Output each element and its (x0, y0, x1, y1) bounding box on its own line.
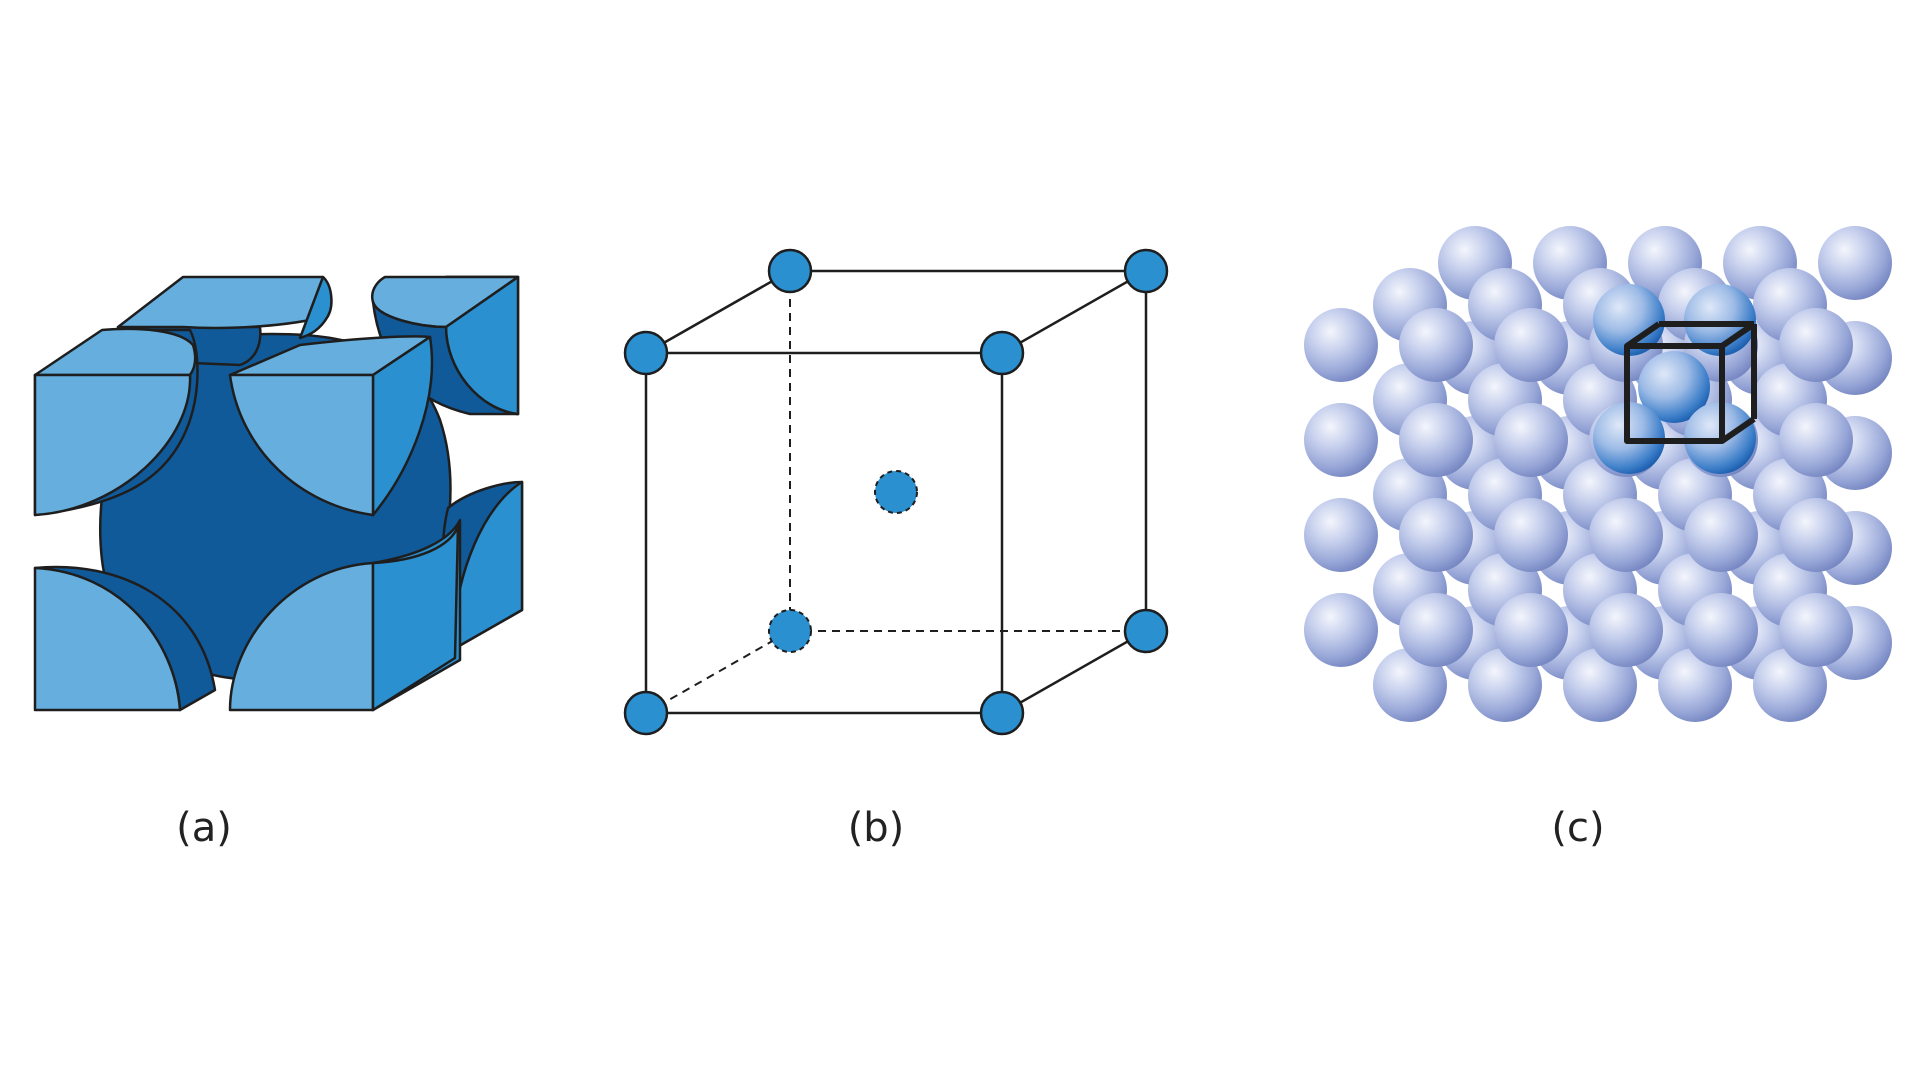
lattice-atom (1399, 498, 1473, 572)
lattice-atom (1779, 498, 1853, 572)
lattice-atom (1779, 593, 1853, 667)
corner-atom (979, 330, 1025, 376)
corner-atom (979, 690, 1025, 736)
panel-label-c: (c) (1551, 805, 1605, 851)
lattice-atom (1468, 648, 1542, 722)
space-filling-unit-cell (33, 275, 524, 712)
lattice-atom (1658, 648, 1732, 722)
lattice-atom (1563, 648, 1637, 722)
highlighted-unit-cell-frame (1624, 321, 1757, 444)
lattice-atom (1494, 593, 1568, 667)
lattice-atom (1304, 403, 1378, 477)
lattice-atom (1304, 308, 1378, 382)
cell-edges (644, 269, 1148, 715)
lattice-atom (1779, 403, 1853, 477)
lattice-atom (1399, 403, 1473, 477)
corner-atom (767, 248, 813, 294)
highlighted-atom (1638, 351, 1710, 423)
lattice-atom (1684, 498, 1758, 572)
lattice-atom (1373, 648, 1447, 722)
corner-atom-front-top-right (228, 335, 434, 517)
highlighted-atom (1593, 284, 1665, 356)
panel-label-a: (a) (176, 805, 232, 851)
corner-atom-front-bottom-right (228, 518, 462, 712)
lattice-atom (1399, 308, 1473, 382)
lattice-atom (1399, 593, 1473, 667)
lattice-atom (1304, 498, 1378, 572)
corner-atom (623, 690, 669, 736)
lattice-atom (1589, 498, 1663, 572)
lattice-atom (1589, 593, 1663, 667)
corner-atom (1123, 608, 1169, 654)
bcc-lattice (1304, 226, 1892, 722)
corner-atom (623, 330, 669, 376)
body-center-atom (874, 470, 918, 514)
corner-atom-front-bottom-left (33, 565, 217, 712)
lattice-atom (1494, 308, 1568, 382)
lattice-atom (1753, 648, 1827, 722)
hidden-cell-edges (645, 271, 1146, 714)
lattice-atom (1304, 593, 1378, 667)
corner-atom-front-top-left (33, 327, 199, 517)
ball-and-stick-unit-cell (623, 248, 1169, 736)
hidden-corner-atom (768, 609, 812, 653)
lattice-atom (1494, 403, 1568, 477)
lattice-atom (1494, 498, 1568, 572)
lattice-atom (1779, 308, 1853, 382)
corner-atom (1123, 248, 1169, 294)
lattice-atom (1684, 593, 1758, 667)
lattice-atom (1818, 226, 1892, 300)
panel-label-b: (b) (847, 805, 905, 851)
